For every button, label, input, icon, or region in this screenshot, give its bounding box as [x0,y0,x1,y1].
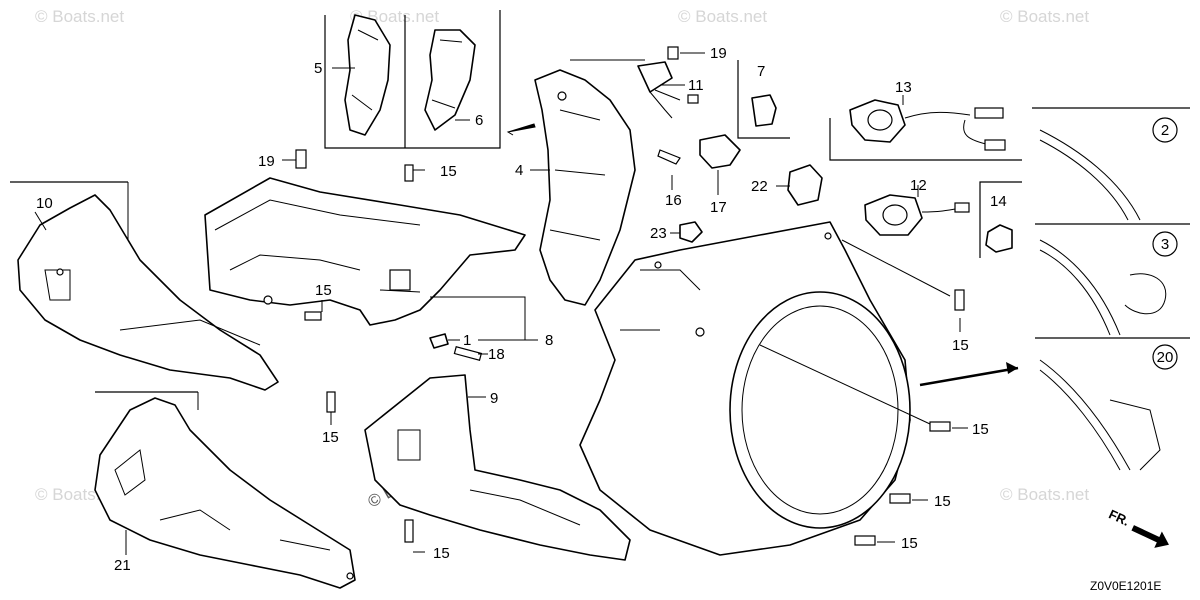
callout-12: 12 [910,177,927,194]
callout-15-a: 15 [315,282,332,299]
callout-17: 17 [710,199,727,216]
diagram-code: Z0V0E1201E [1090,579,1161,593]
part-22-clip [787,164,823,206]
part-18-bolt [453,346,483,361]
callout-13: 13 [895,79,912,96]
detail-view-label: 3 [1161,236,1169,253]
watermark: © Boats.net [35,7,124,26]
callout-21: 21 [114,557,131,574]
part-19-bolt [295,149,307,169]
part-10-baffle [10,181,279,391]
part-7-group [737,60,790,139]
part-5-6-group [324,10,501,149]
part-9-guide [364,374,631,561]
callout-15-c: 15 [322,429,339,446]
detail-view-label: 20 [1157,349,1174,366]
callout-9: 9 [490,390,498,407]
part-4-plate [534,69,636,306]
part-15-bolt [889,493,911,504]
callout-10: 10 [36,195,53,212]
callout-15-d: 15 [433,545,450,562]
front-indicator-label: FR. [1107,506,1132,528]
fan-shroud [579,221,911,556]
callout-15-b: 15 [440,163,457,180]
part-23-clip [679,221,703,243]
part-12-group [864,194,970,236]
callout-8: 8 [545,332,553,349]
part-21-baffle [94,391,356,589]
callout-5: 5 [314,60,322,77]
callout-11: 11 [688,77,704,94]
detail-views [1032,107,1190,471]
callout-14: 14 [990,193,1007,210]
part-6-shield [424,29,476,131]
callout-15-f: 15 [972,421,989,438]
part-15-bolt [404,519,414,543]
callout-4: 4 [515,162,523,179]
watermark: © Boats.net [1000,485,1089,504]
part-13-group [829,99,1022,161]
air-guide-upper [204,177,526,326]
part-5-shield [344,14,391,136]
callout-16: 16 [665,192,682,209]
callout-23: 23 [650,225,667,242]
callout-7: 7 [757,63,765,80]
callout-15-e: 15 [952,337,969,354]
detail-view-label: 2 [1161,122,1169,139]
callout-15-g: 15 [934,493,951,510]
watermark: © Boats.net [1000,7,1089,26]
callout-19-top: 19 [710,45,727,62]
direction-arrow [919,366,1019,387]
callout-6: 6 [475,112,483,129]
part-14-group [979,181,1022,258]
part-15-bolt [854,535,876,546]
part-1-grommet [429,333,449,349]
direction-arrow [506,123,536,136]
part-11-group [637,46,741,169]
part-15-bolt [326,391,336,413]
callout-19-left: 19 [258,153,275,170]
callout-15-h: 15 [901,535,918,552]
part-15-bolt [954,289,965,311]
callout-18: 18 [488,346,505,363]
watermark: © Boats.net [678,7,767,26]
front-indicator: FR. [1107,506,1169,548]
part-15-bolt [929,421,951,432]
callout-22: 22 [751,178,768,195]
callout-1: 1 [463,332,471,349]
